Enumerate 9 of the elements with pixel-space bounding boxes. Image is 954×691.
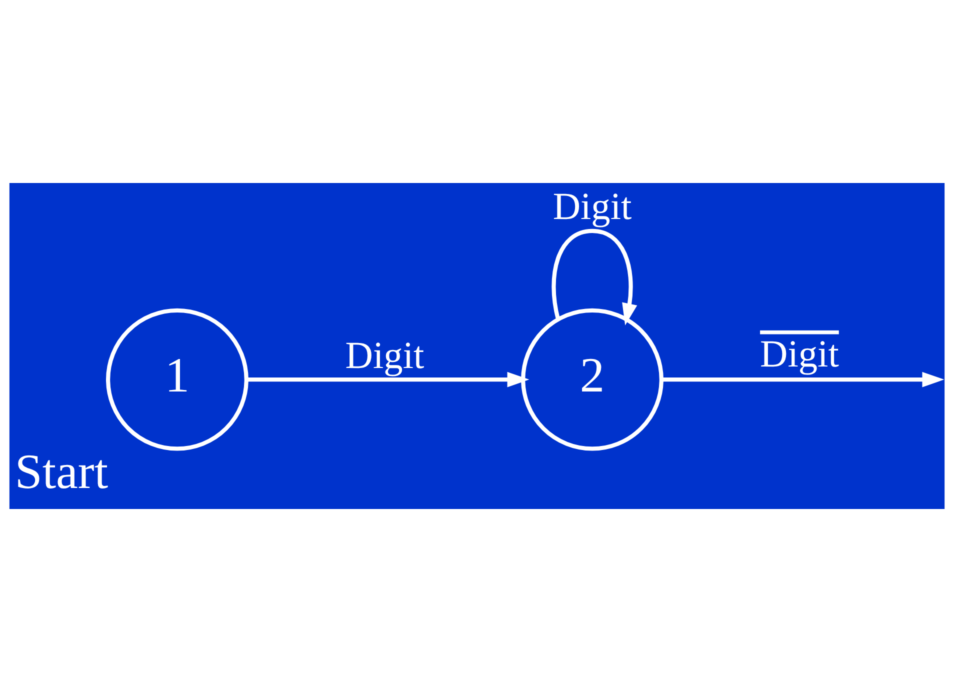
arrow [246,371,530,387]
arrow [662,371,944,387]
arrow [552,228,638,325]
edge-label: Digit [760,332,839,375]
edge-label: Digit [552,186,632,228]
node-circle: 2 [521,308,664,450]
edge-label: Digit [345,334,424,376]
node-label: Start [14,444,108,499]
node-circle: 1 [106,308,248,450]
